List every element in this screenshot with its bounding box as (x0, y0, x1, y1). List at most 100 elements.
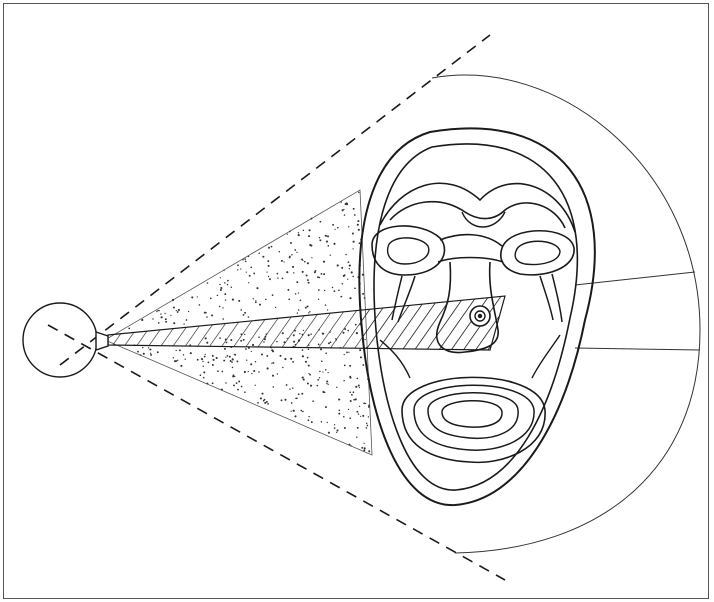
stipple-dot (173, 322, 175, 324)
stipple-dot (352, 276, 354, 278)
stipple-dot (359, 242, 361, 244)
stipple-dot (328, 432, 330, 434)
stipple-dot (272, 294, 274, 296)
stipple-dot (300, 410, 302, 412)
stipple-dot (327, 422, 328, 423)
stipple-dot (322, 391, 324, 393)
stipple-dot (236, 382, 238, 384)
stipple-dot (177, 312, 178, 313)
stipple-dot (308, 312, 309, 313)
stipple-dot (255, 361, 256, 362)
stipple-dot (323, 261, 325, 263)
stipple-dot (346, 352, 348, 354)
stipple-dot (173, 307, 175, 309)
stipple-dot (358, 413, 359, 414)
stipple-dot (316, 385, 318, 387)
stipple-dot (357, 220, 359, 222)
stipple-dot (296, 252, 297, 253)
stipple-dot (298, 234, 300, 236)
stipple-dot (267, 403, 269, 405)
stipple-dot (362, 415, 364, 417)
stipple-dot (164, 313, 165, 314)
stipple-dot (363, 449, 365, 451)
stipple-dot (282, 367, 283, 368)
stipple-dot (289, 388, 290, 389)
stipple-dot (283, 261, 284, 262)
stipple-dot (222, 307, 223, 308)
stipple-dot (180, 365, 182, 367)
stipple-dot (203, 371, 205, 373)
stipple-dot (327, 372, 328, 373)
stipple-dot (324, 290, 325, 291)
stipple-dot (301, 258, 303, 260)
stipple-dot (298, 292, 299, 293)
stipple-dot (150, 353, 151, 354)
stipple-dot (286, 384, 288, 386)
stipple-dot (229, 356, 231, 358)
stipple-dot (307, 262, 309, 264)
stipple-dot (224, 293, 226, 295)
stipple-dot (327, 245, 329, 247)
stipple-dot (341, 267, 343, 269)
stipple-dot (348, 226, 349, 227)
lower-dashed-boundary (48, 325, 505, 580)
stipple-dot (343, 209, 344, 210)
stipple-dot (327, 309, 328, 310)
stipple-dot (318, 299, 319, 300)
stipple-dot (253, 272, 255, 274)
stipple-dot (259, 304, 261, 306)
stipple-dot (253, 370, 255, 372)
stipple-dot (308, 419, 310, 421)
stipple-dot (304, 261, 306, 263)
stipple-dot (268, 265, 270, 267)
stipple-dot (225, 357, 226, 358)
stipple-dot (264, 399, 266, 401)
stipple-dot (281, 399, 283, 401)
stipple-dot (308, 373, 309, 374)
stipple-dot (344, 427, 346, 429)
stipple-dot (303, 230, 305, 232)
stipple-dot (305, 307, 307, 309)
stipple-dot (141, 319, 143, 321)
stipple-dot (232, 375, 234, 377)
lower-beam-extension-line (575, 348, 700, 350)
stipple-dot (334, 427, 336, 429)
stipple-dot (293, 410, 295, 412)
stipple-dot (352, 248, 353, 249)
stipple-dot (273, 386, 275, 388)
stipple-dot (199, 304, 201, 306)
stipple-dot (260, 397, 262, 399)
stipple-dot (308, 349, 310, 351)
stipple-dot (298, 232, 299, 233)
stipple-dot (358, 229, 360, 231)
eye-circle (23, 303, 97, 377)
stipple-dot (244, 312, 246, 314)
stipple-dot (160, 313, 161, 314)
stipple-dot (217, 295, 219, 297)
stipple-dot (302, 349, 304, 351)
stipple-dot (288, 299, 290, 301)
stipple-dot (337, 264, 339, 266)
stipple-dot (281, 260, 283, 262)
stipple-dot (186, 319, 188, 321)
stipple-dot (284, 358, 286, 360)
stipple-dot (319, 371, 320, 372)
stipple-dot (368, 450, 370, 452)
stipple-dot (216, 357, 218, 359)
stipple-dot (311, 421, 313, 423)
stipple-dot (248, 371, 249, 372)
stipple-dot (176, 350, 177, 351)
stipple-dot (165, 321, 167, 323)
stipple-dot (349, 297, 351, 299)
stipple-dot (364, 297, 366, 299)
stipple-dot (358, 192, 359, 193)
stipple-dot (291, 254, 293, 256)
stipple-dot (212, 364, 214, 366)
stipple-dot (221, 371, 223, 373)
stipple-dot (360, 416, 361, 417)
stipple-dot (311, 257, 312, 258)
stipple-dot (266, 401, 268, 403)
stipple-dot (219, 284, 220, 285)
stipple-dot (362, 364, 364, 366)
